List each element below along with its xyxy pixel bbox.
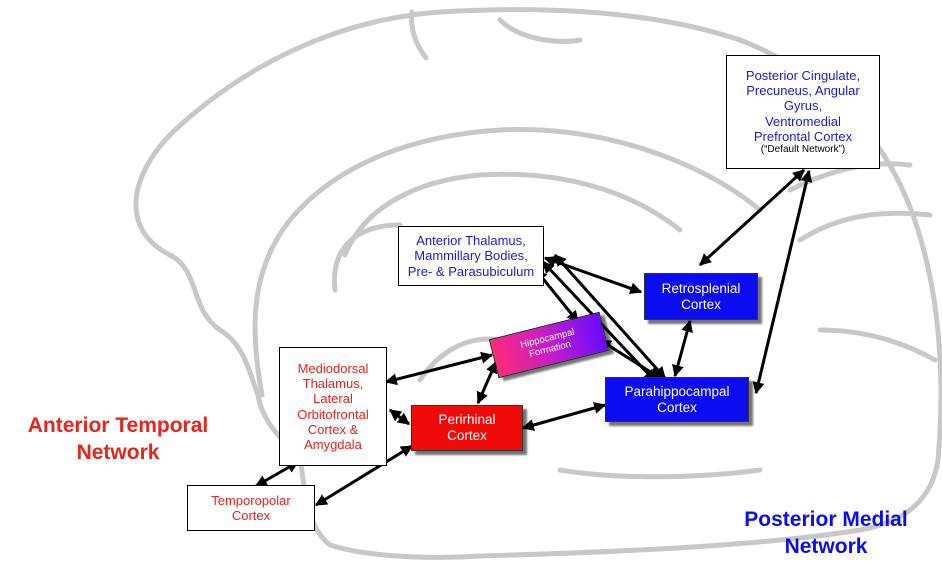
temporal-curve (417, 336, 503, 383)
sulcus-posterior-3 (817, 327, 938, 363)
sulcus-top-2 (497, 17, 583, 44)
node-temporopolar: Temporopolar Cortex (187, 485, 315, 531)
temporal-lower (557, 467, 763, 480)
arrow-retrosplenial-parahippocampal (672, 319, 693, 378)
sulcus-top-1 (409, 9, 429, 61)
node-mediodorsal-label: Mediodorsal Thalamus, Lateral Orbitofron… (297, 360, 369, 453)
arrow-hippocampal-parahippocampal (598, 338, 662, 380)
node-temporopolar-label: Temporopolar Cortex (211, 492, 291, 523)
node-perirhinal-label: Perirhinal Cortex (438, 412, 496, 443)
brain-inner-contour (252, 127, 763, 398)
arrow-mediodorsal-perirhinal (389, 408, 410, 426)
brain-outline (133, 7, 942, 560)
corpus-callosum-upper (342, 171, 683, 258)
sulcus-posterior-2 (797, 210, 933, 243)
node-retrosplenial-label: Retrosplenial Cortex (661, 280, 741, 312)
arrow-mediodorsal-temporopolar (254, 460, 300, 488)
posterior-medial-network-label: Posterior Medial Network (744, 508, 908, 559)
node-anterior-thalamus-label: Anterior Thalamus, Mammillary Bodies, Pr… (407, 233, 535, 279)
brain-outer-contour (133, 7, 942, 560)
node-parahippocampal: Parahippocampal Cortex (605, 377, 749, 422)
arrow-perirhinal-parahippocampal (521, 402, 607, 431)
node-default-network-label: Posterior Cingulate, Precuneus, Angular … (745, 67, 861, 145)
corpus-callosum-lower (331, 222, 403, 293)
arrow-thalamus-retrosplenial (543, 255, 643, 295)
connections (254, 168, 813, 507)
node-perirhinal: Perirhinal Cortex (411, 405, 523, 451)
node-anterior-thalamus: Anterior Thalamus, Mammillary Bodies, Pr… (398, 226, 544, 286)
anterior-temporal-network-label: Anterior Temporal Network (27, 414, 209, 465)
arrow-default-retrosplenial (698, 168, 806, 267)
node-default-network-note: (“Default Network”) (760, 144, 846, 156)
arrow-hippocampal-mediodorsal (384, 351, 494, 386)
node-default-network: Posterior Cingulate, Precuneus, Angular … (726, 55, 880, 169)
node-retrosplenial: Retrosplenial Cortex (644, 273, 758, 320)
arrow-default-parahippocampal (752, 169, 813, 395)
node-hippocampal-label: Hippocampal Formation (519, 326, 576, 360)
arrow-hippocampal-perirhinal (476, 360, 498, 405)
node-parahippocampal-label: Parahippocampal Cortex (624, 383, 730, 415)
node-mediodorsal: Mediodorsal Thalamus, Lateral Orbitofron… (279, 347, 387, 466)
arrow-perirhinal-temporopolar (314, 444, 414, 507)
